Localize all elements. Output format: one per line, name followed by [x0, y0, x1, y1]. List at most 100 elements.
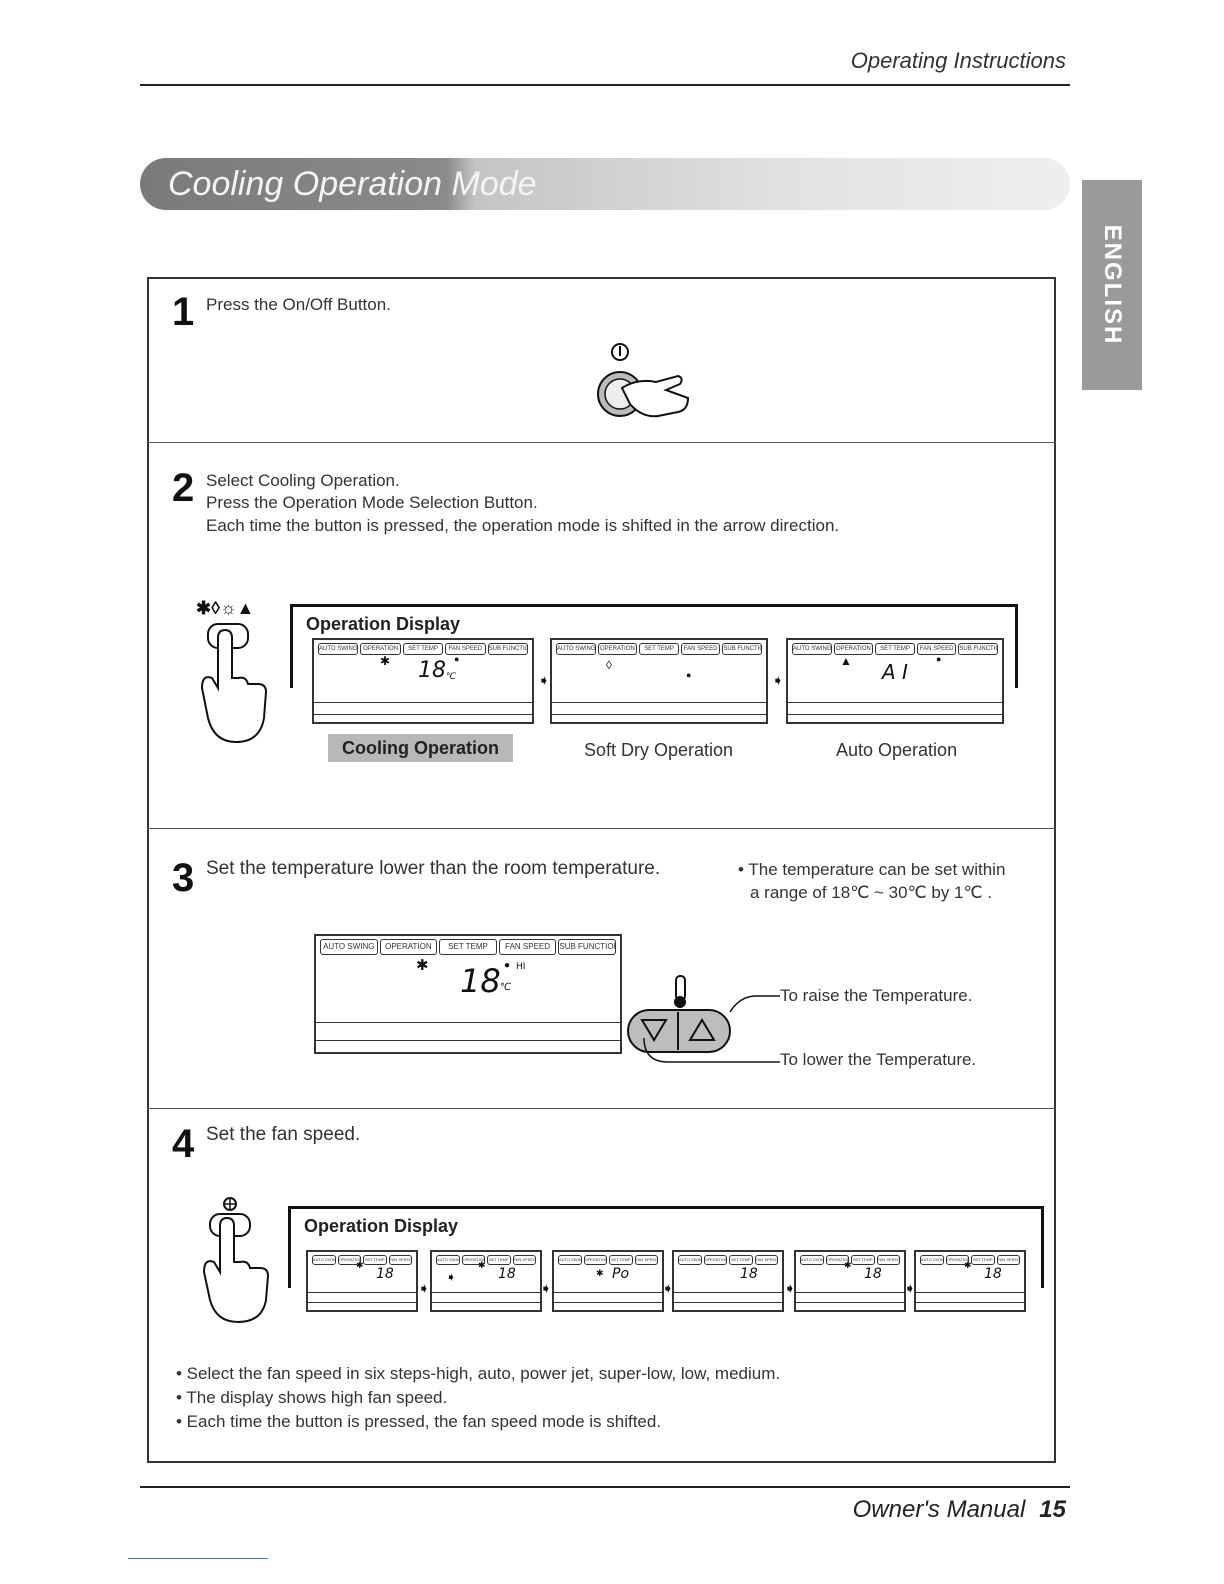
lcd-tab: OPERATION — [825, 1255, 849, 1265]
display-bracket — [288, 1206, 291, 1288]
lcd-tab: FAN SPEED — [996, 1255, 1020, 1265]
mode-label-text: Cooling Operation — [328, 734, 513, 762]
lcd-tab: SET TEMP — [851, 1255, 875, 1265]
section-divider — [147, 442, 1056, 443]
cool-mode-icon: ✱ — [596, 1268, 604, 1278]
fan-speed-note: • Select the fan speed in six steps-high… — [176, 1364, 781, 1383]
lcd-tab: OPERATION — [337, 1255, 361, 1265]
step-text: Press the On/Off Button. — [206, 295, 391, 314]
display-bracket — [1015, 604, 1018, 688]
cool-mode-icon: ✱ — [416, 957, 429, 974]
arrow-right-icon: ➧ — [446, 1270, 457, 1284]
lcd-tab: SUB FUNCTION — [958, 643, 998, 655]
lcd-temperature: 18 — [460, 962, 501, 1000]
mode-label-auto: Auto Operation — [836, 740, 958, 760]
display-bracket — [1041, 1206, 1044, 1288]
lcd-tab: SUB FUNCTION — [722, 643, 762, 655]
mode-button-hand-icon — [200, 623, 268, 744]
lcd-tab: SET TEMP — [875, 643, 915, 655]
language-tab: ENGLISH — [1082, 180, 1142, 390]
temperature-range-note: • The temperature can be set within — [738, 860, 1006, 879]
arrow-right-icon: ➧ — [784, 1280, 796, 1296]
lcd-tab: FAN SPEED — [916, 643, 957, 655]
fan-speed-note: • Each time the button is pressed, the f… — [176, 1412, 662, 1431]
lcd-temperature: 18 — [984, 1266, 1002, 1282]
lcd-tab: OPERATION — [833, 643, 874, 655]
mode-label-soft-dry: Soft Dry Operation — [584, 740, 734, 760]
lcd-temperature: 18 — [498, 1266, 516, 1282]
mode-label-cooling: Cooling Operation — [328, 734, 513, 762]
lcd-temperature: 18 — [376, 1266, 394, 1282]
lcd-tab: SET TEMP — [439, 939, 497, 955]
lcd-tab: AUTO SWING — [792, 643, 832, 655]
lcd-tab: SET TEMP — [729, 1255, 753, 1265]
lcd-tab: SUB FUNCTION — [487, 643, 529, 655]
lcd-tab: OPERATION — [360, 643, 401, 655]
mode-icons: ✱◊☼▲ — [196, 598, 255, 618]
lcd-tab: AUTO SWING — [556, 643, 596, 655]
lcd-unit: ℃ — [446, 672, 457, 682]
lcd-tab: SUB FUNCTION — [558, 939, 616, 955]
lcd-tab: AUTO SWING — [920, 1255, 944, 1265]
cool-mode-icon: ✱ — [356, 1260, 364, 1270]
fan-icon: ● — [504, 960, 511, 971]
fan-button-hand-icon — [202, 1197, 270, 1324]
operation-display-title: Operation Display — [304, 1216, 459, 1236]
temperature-range-note: a range of 18℃ ~ 30℃ by 1℃ . — [750, 883, 993, 902]
lcd-tab: SET TEMP — [971, 1255, 995, 1265]
lcd-tab: FAN SPEED — [876, 1255, 900, 1265]
callout-lines — [643, 995, 780, 1063]
arrow-right-icon: ➧ — [662, 1280, 674, 1296]
footer-rule — [140, 1486, 1070, 1488]
cool-mode-icon: ✱ — [964, 1260, 972, 1270]
section-divider — [147, 828, 1056, 829]
footer-manual-title: Owner's Manual — [852, 1496, 1026, 1523]
fan-icon: ● — [454, 654, 460, 664]
link-underline — [128, 1558, 268, 1559]
fan-icon: ● — [936, 654, 942, 664]
lcd-unit: ℃ — [500, 982, 512, 993]
lcd-temperature: 18 — [740, 1266, 758, 1282]
lcd-tab: OPERATION — [461, 1255, 485, 1265]
lcd-tab: SET TEMP — [402, 643, 444, 655]
section-divider — [147, 1108, 1056, 1109]
lower-temperature-label: To lower the Temperature. — [780, 1050, 977, 1069]
step-number: 3 — [172, 856, 195, 900]
lcd-tab: FAN SPEED — [388, 1255, 412, 1265]
arrow-right-icon: ➧ — [772, 672, 784, 688]
lcd-tab: AUTO SWING — [558, 1255, 582, 1265]
display-bracket — [288, 1206, 1044, 1209]
lcd-tab: OPERATION — [379, 939, 438, 955]
step-number: 2 — [172, 466, 195, 510]
lcd-tab: AUTO SWING — [678, 1255, 702, 1265]
lcd-tab: FAN SPEED — [445, 643, 486, 655]
lcd-power-jet: Po — [612, 1266, 630, 1282]
step-number: 1 — [172, 290, 195, 334]
cool-mode-icon: ✱ — [478, 1260, 486, 1270]
operation-display-title: Operation Display — [306, 614, 461, 634]
fan-icon: ● — [686, 670, 692, 680]
lcd-tab: SET TEMP — [363, 1255, 387, 1265]
step-text: Set the fan speed. — [206, 1124, 361, 1145]
step-text: Press the Operation Mode Selection Butto… — [206, 493, 538, 512]
temperature-buttons-icon — [627, 975, 731, 1053]
header-section-title: Operating Instructions — [850, 48, 1066, 73]
arrow-right-icon: ➧ — [904, 1280, 916, 1296]
lcd-tab: SET TEMP — [609, 1255, 633, 1265]
lcd-tab: AUTO SWING — [800, 1255, 824, 1265]
arrow-right-icon: ➧ — [418, 1280, 430, 1296]
language-tab-label: ENGLISH — [1099, 224, 1126, 346]
cool-mode-icon: ✱ — [844, 1260, 852, 1270]
step-number: 4 — [172, 1122, 195, 1166]
lcd-tab: FAN SPEED — [498, 939, 557, 955]
fan-speed-note: • The display shows high fan speed. — [176, 1388, 448, 1407]
header-rule — [140, 84, 1070, 86]
